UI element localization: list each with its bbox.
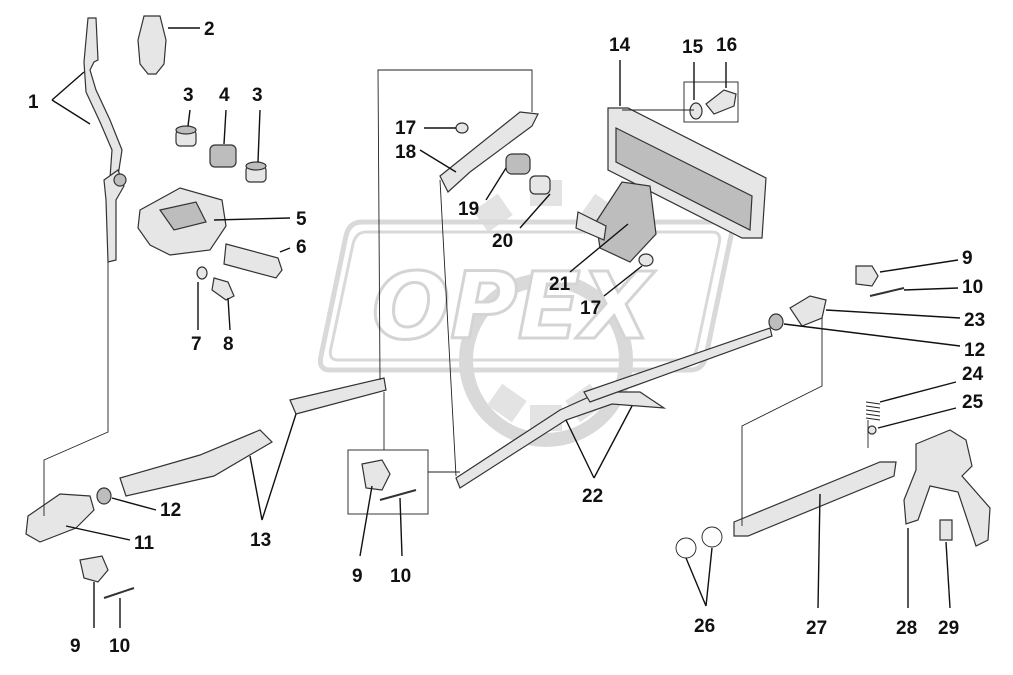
part-16-bolt <box>705 89 737 115</box>
part-9-pin-right <box>855 265 879 287</box>
part-3-bushing-right <box>245 161 267 183</box>
part-4-bushing <box>209 144 237 168</box>
callout-18: 18 <box>395 142 416 163</box>
part-8-bolt <box>211 277 235 301</box>
callout-17a: 17 <box>395 118 416 139</box>
part-25-ball <box>867 425 877 435</box>
callout-3a: 3 <box>183 85 194 106</box>
part-10-cotter-center <box>379 489 417 501</box>
assembly-lines <box>43 69 869 526</box>
callout-8: 8 <box>223 334 234 355</box>
part-9-pin-left <box>79 555 109 583</box>
callout-10b: 10 <box>109 636 130 657</box>
part-6-pin <box>223 243 283 279</box>
callout-21: 21 <box>549 274 571 295</box>
watermark-frame-inner <box>328 230 722 362</box>
callout-2: 2 <box>204 19 215 40</box>
part-14-bracket <box>607 107 767 239</box>
part-27-shaft <box>733 461 897 537</box>
part-13-rod <box>119 377 387 497</box>
part-9-pin-center <box>361 459 391 491</box>
callout-10c: 10 <box>390 566 411 587</box>
opex-watermark: OPEX <box>317 180 735 447</box>
part-11-clevis <box>25 493 95 543</box>
callout-16: 16 <box>716 35 737 56</box>
part-18-lever <box>439 111 539 193</box>
callout-12b: 12 <box>160 500 181 521</box>
part-20-spacer <box>529 175 551 195</box>
callout-22: 22 <box>582 486 603 507</box>
callout-15: 15 <box>682 37 704 58</box>
callout-9a: 9 <box>962 248 973 269</box>
part-12-nut-right <box>768 313 784 331</box>
part-10-cotter-left <box>103 587 135 599</box>
part-1-gear-lever <box>83 17 127 263</box>
part-17-washer-bottom <box>638 253 654 267</box>
watermark-text: OPEX <box>372 253 655 360</box>
leader-lines <box>51 27 961 628</box>
callout-5: 5 <box>296 209 307 230</box>
callout-labels: 1 2 3 4 3 5 6 7 8 14 15 16 17 18 19 20 2… <box>28 19 985 657</box>
callout-24: 24 <box>962 364 984 385</box>
callout-29: 29 <box>938 618 959 639</box>
part-5-housing <box>137 187 227 256</box>
callout-13: 13 <box>250 530 271 551</box>
part-7-washer <box>196 266 208 280</box>
part-24-spring <box>865 401 881 421</box>
part-17-washer-top <box>455 122 469 134</box>
callout-6: 6 <box>296 237 307 258</box>
part-15-washer <box>689 102 703 120</box>
part-26-rings <box>675 526 723 559</box>
part-21-support <box>575 181 657 263</box>
callout-17b: 17 <box>580 298 601 319</box>
callout-1: 1 <box>28 92 39 113</box>
part-23-clevis <box>789 295 827 327</box>
callout-9c: 9 <box>352 566 363 587</box>
callout-14: 14 <box>609 35 631 56</box>
callout-4: 4 <box>219 85 230 106</box>
part-10-cotter-right <box>869 287 905 297</box>
callout-7: 7 <box>191 334 202 355</box>
part-3-bushing-left <box>175 125 197 147</box>
callout-19: 19 <box>458 199 479 220</box>
callout-11: 11 <box>134 533 155 554</box>
part-19-spacer <box>505 153 531 175</box>
part-2-knob <box>137 15 167 75</box>
callout-26: 26 <box>694 616 715 637</box>
callout-23: 23 <box>964 310 985 331</box>
callout-12a: 12 <box>964 340 985 361</box>
callout-3b: 3 <box>252 85 263 106</box>
callout-9b: 9 <box>70 636 81 657</box>
callout-10a: 10 <box>962 277 983 298</box>
callout-27: 27 <box>806 618 827 639</box>
part-28-fork <box>903 429 991 547</box>
part-22-rod <box>455 327 773 489</box>
callout-28: 28 <box>896 618 917 639</box>
part-29-screw <box>939 519 953 541</box>
part-12-nut-left <box>96 487 112 505</box>
callout-20: 20 <box>492 231 513 252</box>
callout-25: 25 <box>962 392 984 413</box>
